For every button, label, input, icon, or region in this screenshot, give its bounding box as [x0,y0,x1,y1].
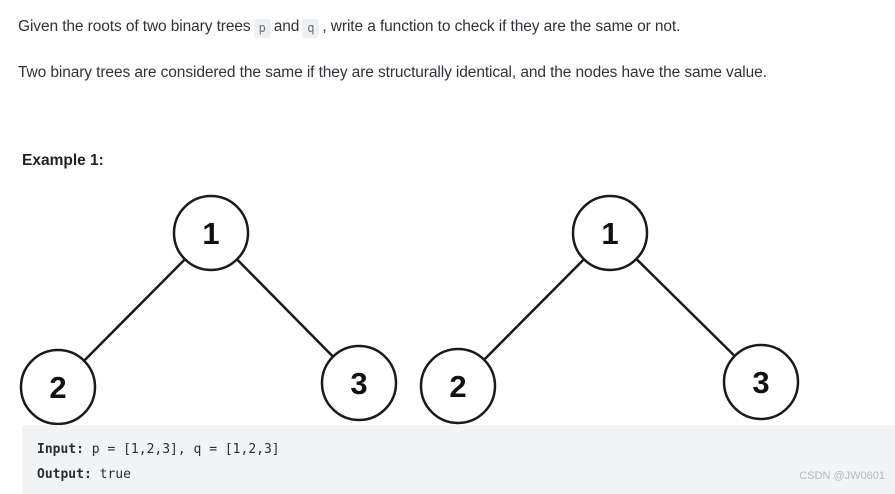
tree-node-circle [722,343,800,421]
tree-node-circle [419,347,497,425]
input-value: p = [1,2,3], q = [1,2,3] [83,442,280,457]
tree-edge [210,232,360,384]
output-label: Output: [37,467,92,482]
problem-statement-line2: Two binary trees are considered the same… [18,64,767,81]
inline-code-p: p [253,19,271,38]
statement-text: , write a function to check if they are … [322,18,681,35]
tree-node-value: 2 [449,369,466,404]
tree-edge [457,232,611,387]
example-heading: Example 1: [22,152,104,169]
tree-edge [57,232,212,388]
tree-node-circle [172,194,250,272]
input-line: Input: p = [1,2,3], q = [1,2,3] [37,437,880,462]
tree-node-circle [320,344,398,422]
tree-node-value: 1 [202,216,219,251]
example-io-block: Input: p = [1,2,3], q = [1,2,3] Output: … [22,425,895,494]
tree-node-circle [571,194,649,272]
tree-q: 1 2 3 [419,194,800,425]
tree-node-value: 1 [601,216,618,251]
statement-text: Given the roots of two binary trees [18,18,251,35]
tree-node-circle [19,348,97,426]
output-line: Output: true [37,462,880,487]
tree-node-value: 3 [752,365,769,400]
statement-text: and [273,18,300,35]
input-label: Input: [37,442,84,457]
tree-p: 1 2 3 [19,194,398,426]
csdn-watermark: CSDN @JW0601 [799,470,885,482]
output-value: true [91,467,131,482]
tree-node-value: 3 [350,366,367,401]
tree-edge [609,232,762,383]
inline-code-q: q [302,19,320,38]
tree-node-value: 2 [49,370,66,405]
